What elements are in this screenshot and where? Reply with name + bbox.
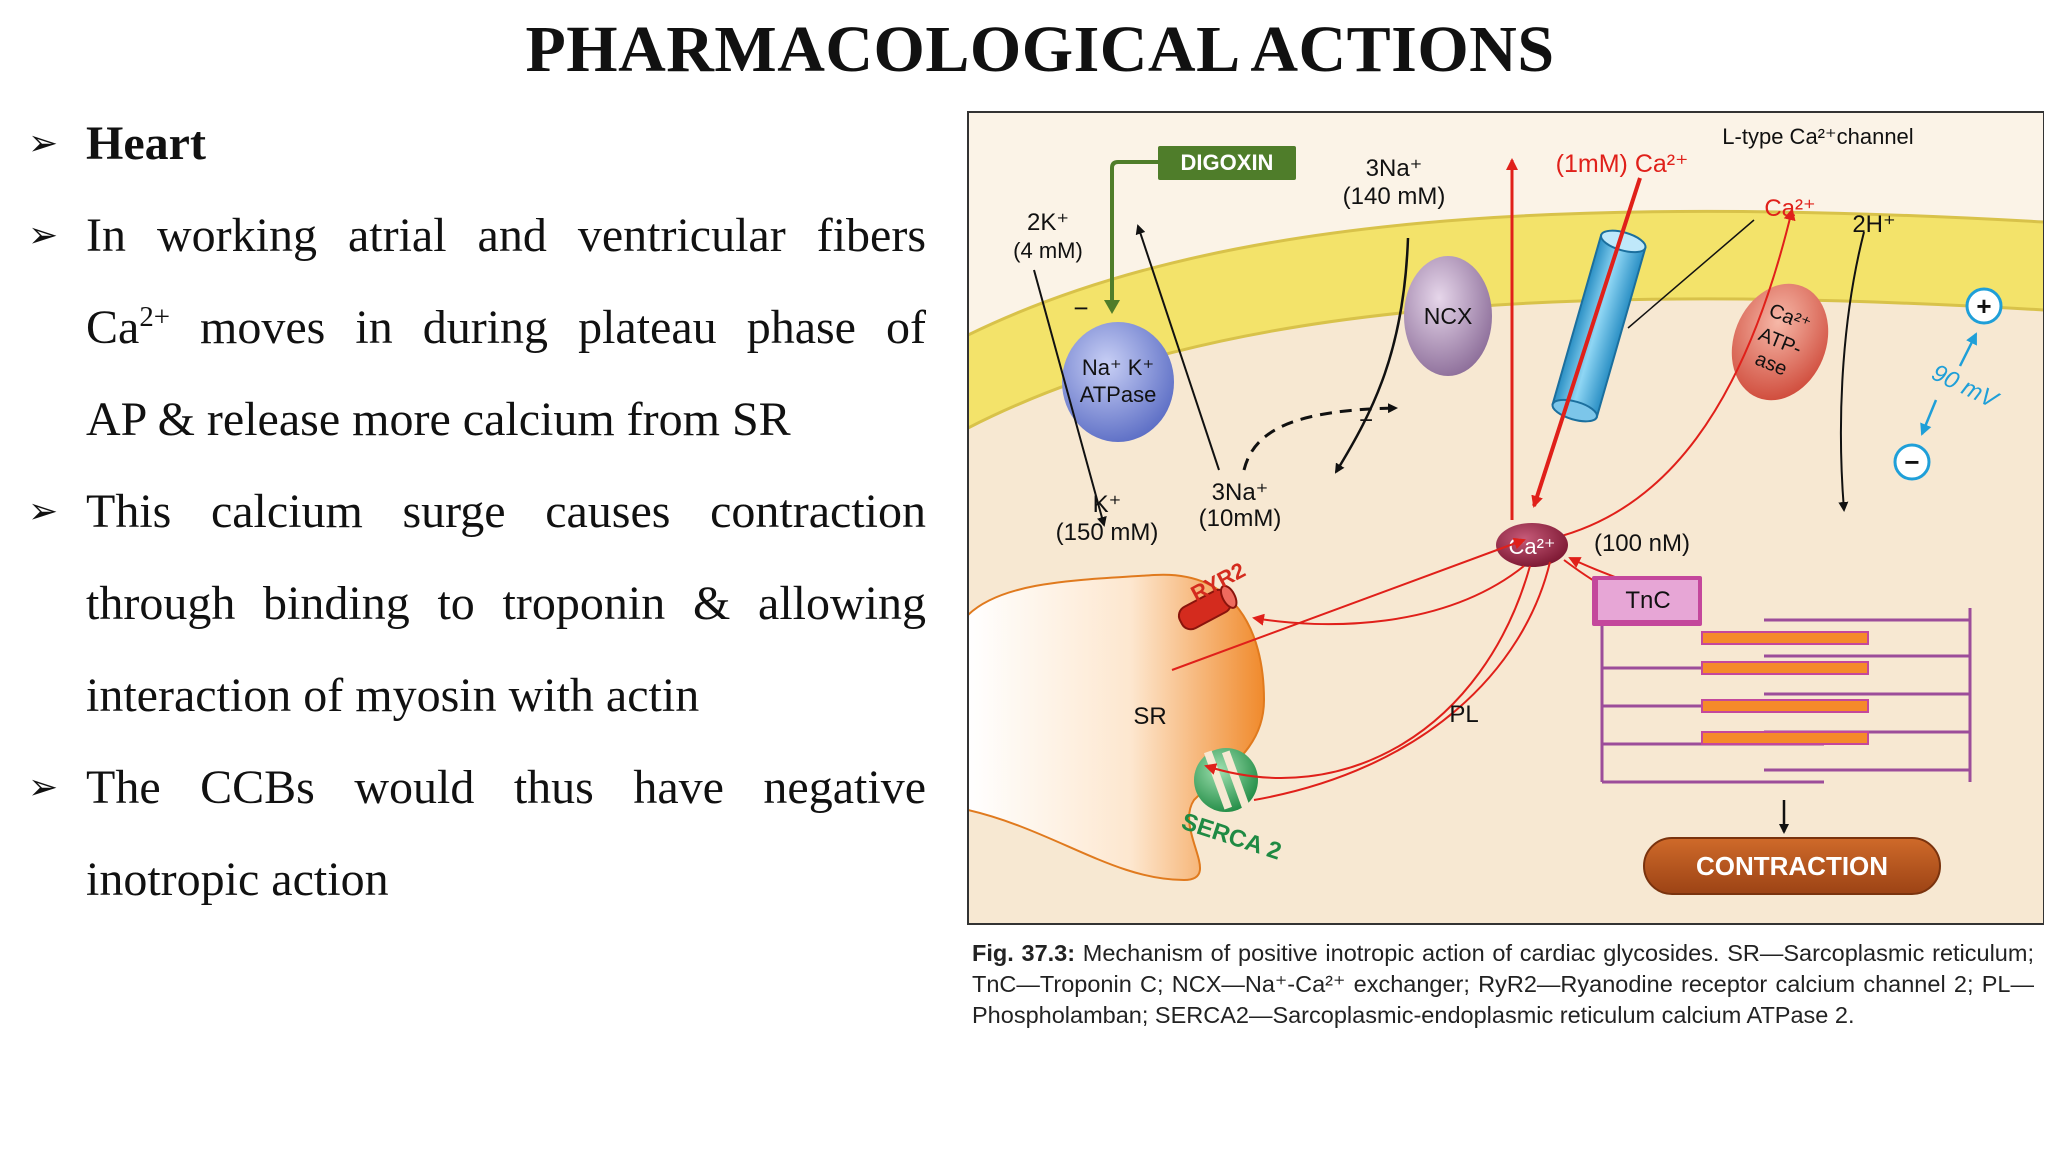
bullet-line: This calcium surge causes contraction [86,485,926,538]
bullet-line: The CCBs would thus have negative [86,761,926,814]
ltype-label: L-type Ca²⁺channel [1722,124,1913,149]
digoxin-arrow [1104,160,1158,314]
k-in-conc: (150 mM) [1056,519,1159,546]
ncx-exchanger [1404,256,1492,376]
voltage-arrow-down [1920,399,1938,436]
bullet-heart: ➢ Heart [28,98,926,190]
na-k-atpase [1062,322,1174,442]
ca-text: Ca [86,301,140,354]
ca-in-conc: (100 nM) [1594,530,1690,557]
bullet-line: through binding to troponin & allowing [86,577,926,630]
figure-caption-text: Mechanism of positive inotropic action o… [972,940,2034,1028]
ltype-pointer-line [1627,219,1755,329]
bullet-calcium-surge: ➢ This calcium surge causes contraction … [28,466,926,742]
sr-label: SR [1133,703,1166,730]
bullet-text: Heart [86,117,206,170]
bullet-line: AP & release more calcium from SR [86,393,791,446]
myosin-filaments [1701,631,1869,713]
pump-label-2: ATPase [1080,382,1157,407]
na-in-conc: (10mM) [1199,505,1282,532]
ca-pump-out-arrow [1553,208,1796,539]
na-dashed-arrow [1242,403,1398,471]
bullet-list: ➢ Heart ➢ In working atrial and ventricu… [28,98,926,926]
k-in-label: K⁺ [1093,491,1122,518]
diagram-frame [967,111,2044,925]
myosin-filaments-2 [1701,661,1869,745]
bullet-line: inotropic action [86,853,389,906]
bullet-arrow-icon: ➢ [28,123,59,164]
na-efflux-arrow [1135,224,1220,471]
bullet-line-rest: moves in during plateau phase of [169,301,926,354]
na-in-label: 3Na⁺ [1212,479,1269,506]
bullet-ccb: ➢ The CCBs would thus have negative inot… [28,742,926,926]
troponin-c-face [1598,580,1698,620]
contraction-box [1643,837,1941,895]
pl-regulation-line [1253,561,1551,801]
ca-center-label: Ca²⁺ [1508,534,1555,559]
figure-caption-label: Fig. 37.3: [972,940,1076,966]
digoxin-label: DIGOXIN [1181,150,1274,175]
na-out-label: 3Na⁺ [1366,155,1423,182]
ca-pump-label: Ca²⁺ [1764,195,1815,222]
bullet-arrow-icon: ➢ [28,215,59,256]
serca2-pump [1194,748,1258,812]
h-influx-arrow [1838,231,1865,512]
ncx-label: NCX [1424,303,1473,329]
bullet-arrow-icon: ➢ [28,491,59,532]
contraction-label: CONTRACTION [1696,851,1888,881]
ca-influx-ltype-arrow [1531,177,1642,508]
ca-uptake-arrow [1204,565,1531,779]
plus-sign: + [1976,291,1991,321]
digoxin-box [1158,146,1296,180]
bullet-line: Ca2+ moves in during plateau phase of [86,282,926,374]
ca-trigger-arrow [1252,565,1525,626]
na-influx-ncx-arrow [1334,237,1410,474]
na-out-conc: (140 mM) [1343,183,1446,210]
bullet-calcium-influx: ➢ In working atrial and ventricular fibe… [28,190,926,466]
minus-sign: − [1904,447,1919,477]
k-influx-arrow [1033,269,1107,527]
k-out-label: 2K⁺ [1027,209,1069,236]
minus-terminal [1893,443,1931,481]
bullet-arrow-icon: ➢ [28,767,59,808]
tnc-label: TnC [1625,587,1670,614]
k-out-conc: (4 mM) [1013,238,1083,263]
page-title: PHARMACOLOGICAL ACTIONS [525,13,1555,86]
diagram-panel: DIGOXIN − Na⁺ K⁺ ATPase 2K⁺ (4 mM) K⁺ (1… [968,112,2044,924]
inhibit-mark: − [1073,293,1088,323]
ca-release-arrow [1171,537,1526,671]
pl-label: PL [1449,701,1478,728]
ryr2-channel [1177,584,1238,631]
cytosolic-ca [1496,523,1568,567]
bullet-line: In working atrial and ventricular fibers [86,209,926,262]
voltage-arrow-up [1958,332,1978,367]
figure-caption: Fig. 37.3: Mechanism of positive inotrop… [972,938,2034,1031]
pump-label-1: Na⁺ K⁺ [1082,355,1154,380]
inotropic-mechanism-diagram: DIGOXIN − Na⁺ K⁺ ATPase 2K⁺ (4 mM) K⁺ (1… [964,110,2044,926]
ca-atpase: Ca²⁺ ATP- ase [1731,283,1829,401]
ca-charge: 2+ [139,301,170,333]
plus-terminal [1965,287,2003,325]
ca-out-label: (1mM) Ca²⁺ [1556,150,1689,178]
h-label: 2H⁺ [1852,211,1895,238]
bullet-line: interaction of myosin with actin [86,669,700,722]
